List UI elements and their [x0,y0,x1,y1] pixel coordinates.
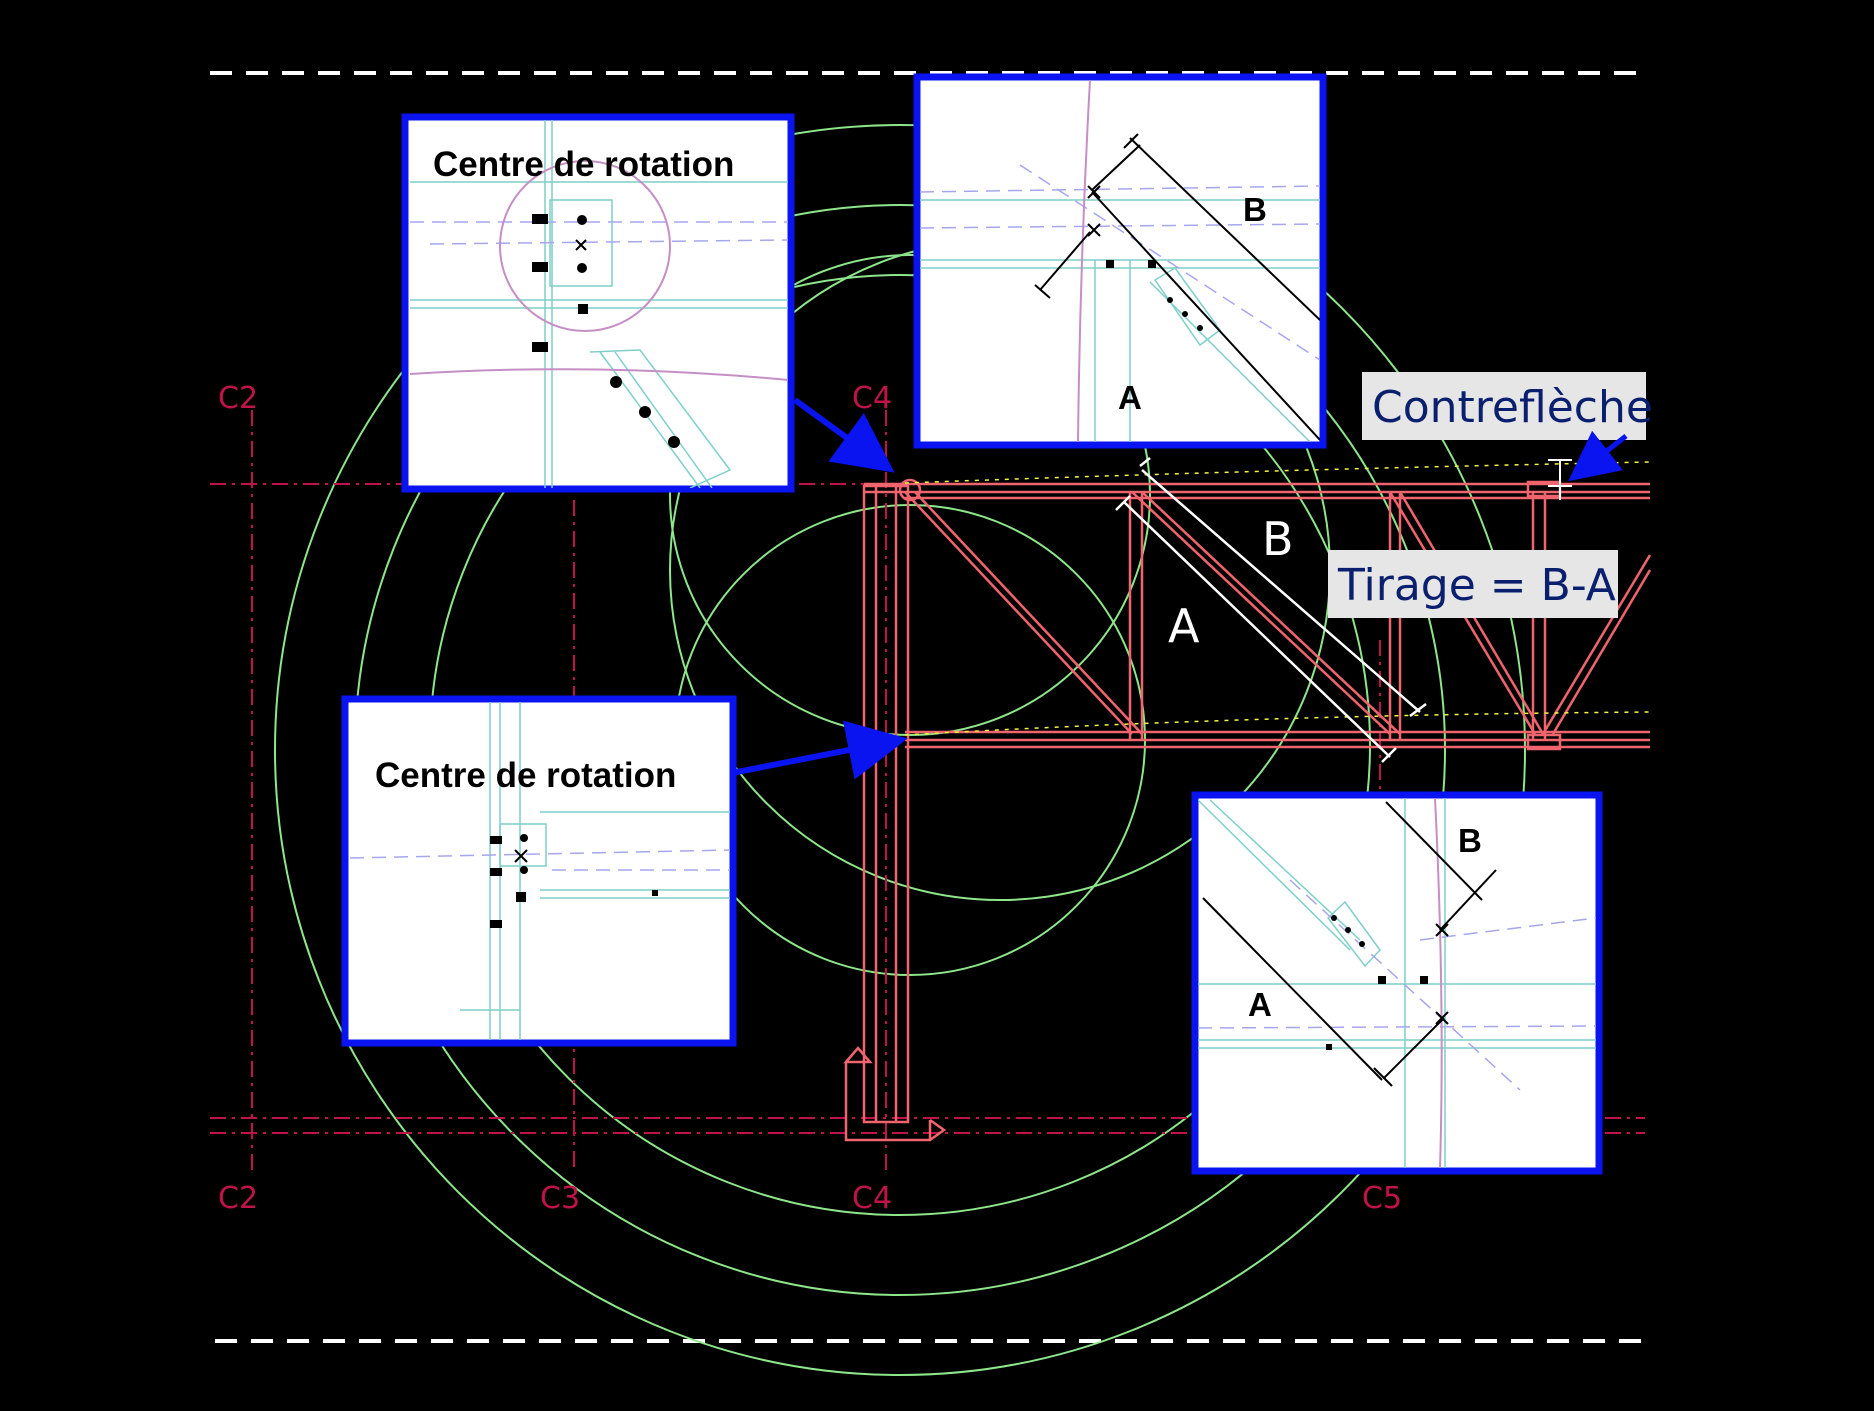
contrefleche-marker [1548,459,1572,500]
main-label-a: A [1168,599,1200,653]
tirage-callout: Tirage = B-A [1337,560,1616,611]
inset-bottom-right-b: B [1458,822,1482,859]
grid-label-c4-bottom: C4 [852,1181,892,1216]
inset-bottom-right-a: A [1248,986,1272,1023]
boundary-lines [210,71,1650,1343]
grid-label-c5-bottom: C5 [1362,1181,1402,1216]
contrefleche-arrow [1568,430,1628,482]
grid-label-c3-bottom: C3 [540,1181,580,1216]
inset-top-right: B A [913,73,1327,449]
inset-bottom-left-title: Centre de rotation [375,756,676,795]
inset-top-left: Centre de rotation [401,113,795,493]
deflected-shape [904,461,1651,736]
tirage-callout-bg [1328,550,1618,618]
arrow-bottom-rotation [731,720,908,780]
inset-top-left-title: Centre de rotation [433,145,734,184]
arrow-top-rotation [793,397,895,473]
grid-label-c2-top: C2 [218,381,258,416]
inset-bottom-left: Centre de rotation [341,695,737,1047]
contrefleche-callout-bg [1362,372,1646,440]
inset-top-right-a: A [1118,379,1142,416]
truss-structure [843,478,1652,1142]
contrefleche-callout: Contreflèche [1372,382,1653,433]
main-dimension-lines [1115,457,1427,763]
grid-label-c2-bottom: C2 [218,1181,258,1216]
inset-bottom-right: B A [1191,791,1603,1175]
inset-top-right-b: B [1243,191,1267,228]
grid-label-c4-top: C4 [852,381,892,416]
main-label-b: B [1262,512,1294,566]
